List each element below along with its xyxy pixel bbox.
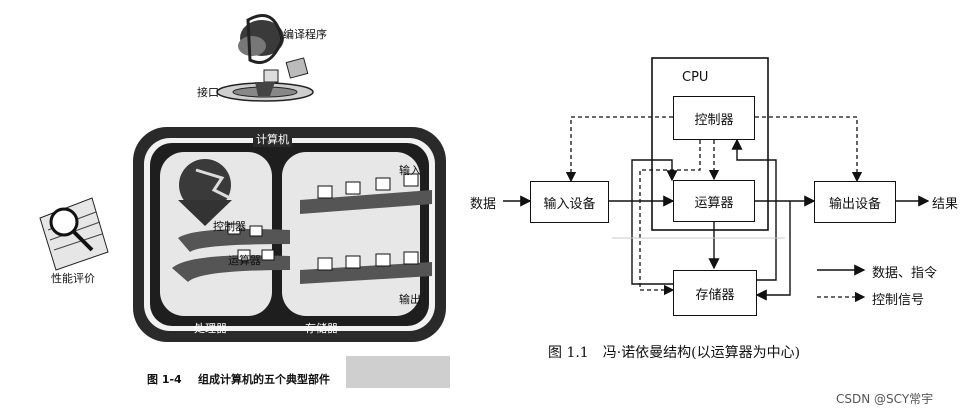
interface-illustration — [216, 82, 314, 102]
left-caption-text: 组成计算机的五个典型部件 — [198, 373, 330, 386]
output-device-box: 输出设备 — [814, 181, 896, 223]
legend-data-label: 数据、指令 — [872, 266, 938, 281]
alu-box: 运算器 — [673, 180, 755, 222]
data-in-label: 数据 — [470, 197, 497, 212]
input-device-box: 输入设备 — [530, 181, 609, 223]
label-interface: 接口 — [197, 86, 219, 99]
watermark: CSDN @SCY常宇 — [836, 392, 934, 406]
result-label: 结果 — [932, 197, 959, 212]
cpu-box — [651, 57, 769, 231]
performance-illustration — [39, 197, 109, 271]
scan-artifact — [346, 356, 450, 388]
right-caption: 图 1.1 冯·诺依曼结构(以运算器为中心) — [548, 345, 801, 361]
data-lines — [503, 138, 930, 301]
legend-control-label: 控制信号 — [872, 293, 925, 308]
cpu-label: CPU — [682, 70, 709, 85]
label-input: 输入 — [399, 164, 421, 177]
computer-frame — [133, 127, 446, 342]
label-memory: 存储器 — [305, 322, 338, 335]
memory-box: 存储器 — [673, 270, 757, 316]
controller-box: 控制器 — [673, 96, 755, 140]
alu-label: 运算器 — [694, 195, 734, 211]
label-computer: 计算机 — [253, 131, 292, 147]
label-alu: 运算器 — [228, 254, 261, 267]
compiler-illustration — [238, 14, 309, 83]
output-device-label: 输出设备 — [828, 196, 881, 212]
label-processor: 处理器 — [194, 322, 227, 335]
memory-label: 存储器 — [695, 287, 735, 303]
label-performance: 性能评价 — [51, 272, 95, 285]
control-lines — [565, 116, 866, 303]
input-device-label: 输入设备 — [543, 196, 596, 212]
label-output: 输出 — [399, 293, 421, 306]
label-compiler: 编译程序 — [283, 28, 327, 41]
left-caption-number: 图 1-4 — [147, 373, 182, 386]
label-controller: 控制器 — [213, 220, 246, 233]
controller-label: 控制器 — [694, 112, 734, 128]
